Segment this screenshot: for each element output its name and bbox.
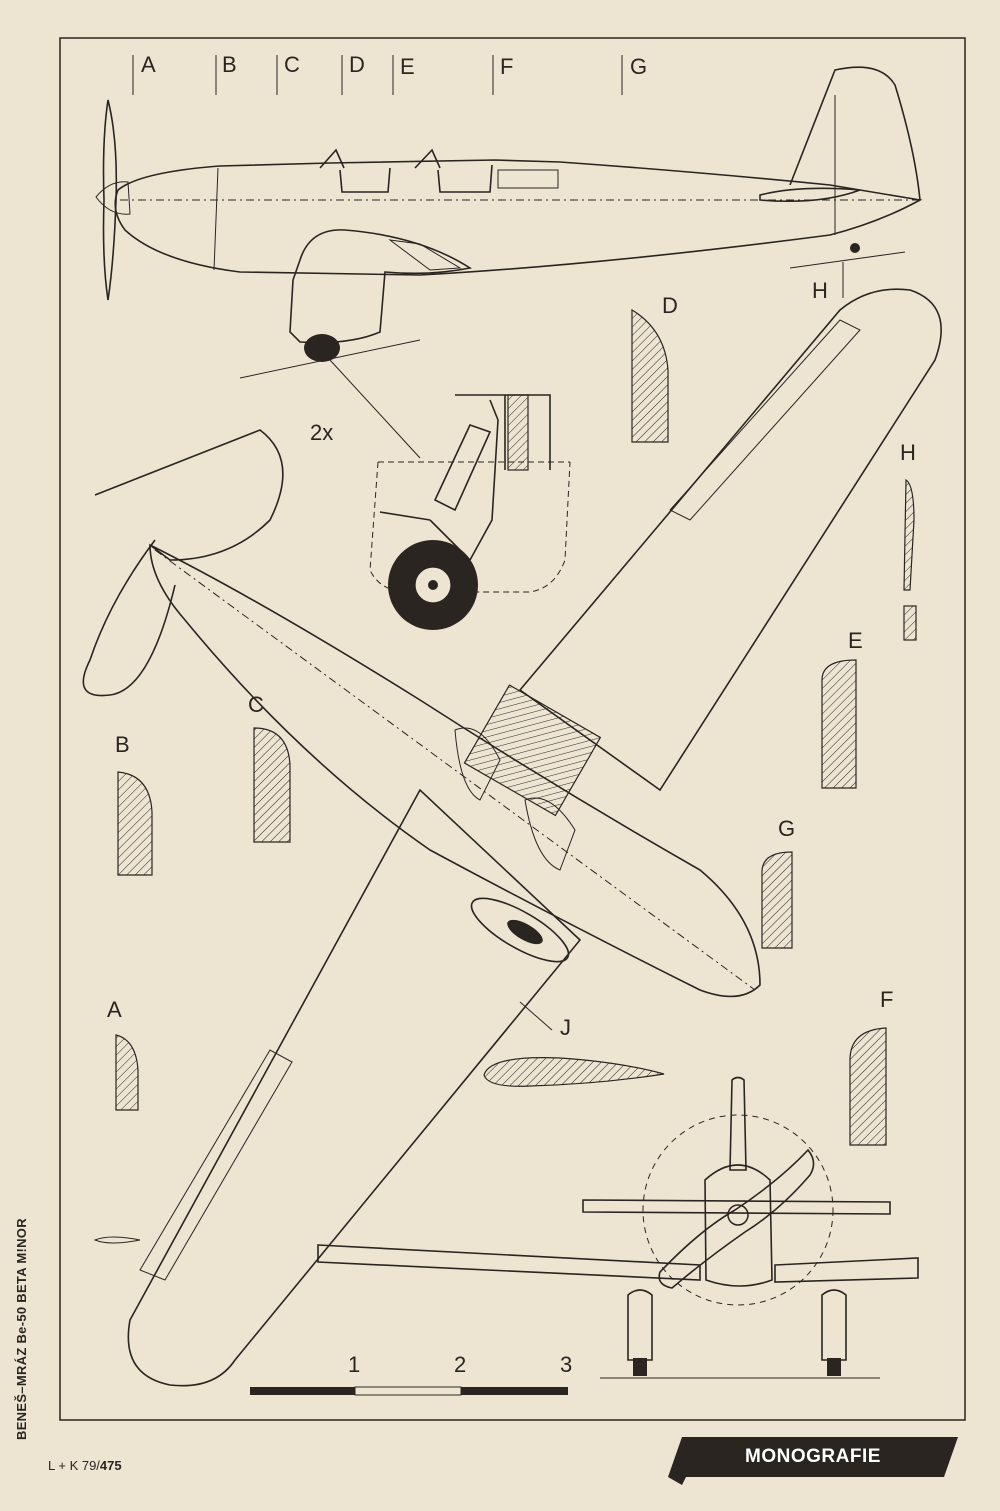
station-label-h-tail: H: [812, 278, 828, 303]
scale-bar: 1 2 3: [250, 1352, 572, 1396]
detail-scale-label: 2x: [310, 420, 333, 445]
section-profiles: D H E C B G A F J: [93, 293, 917, 1244]
drawing-frame: [59, 37, 966, 1421]
plan-wing-right: [518, 288, 942, 792]
section-h: [903, 478, 915, 591]
station-ticks: [132, 55, 844, 298]
side-fuselage: [114, 159, 923, 276]
page-reference: L + K 79/475: [48, 1458, 122, 1473]
section-label-j: J: [560, 1015, 571, 1040]
plan-view: [82, 288, 942, 1387]
side-fin: [789, 66, 921, 201]
plan-fuselage: [149, 543, 761, 998]
side-canopy-rear: [414, 148, 493, 193]
front-propeller: [658, 1148, 815, 1289]
side-window: [497, 169, 559, 189]
section-label-d: D: [662, 293, 678, 318]
front-tailplane: [582, 1199, 891, 1215]
scale-mark-2: 2: [454, 1352, 466, 1377]
side-wheel: [304, 334, 340, 362]
section-label-a: A: [107, 997, 122, 1022]
page-number: 475: [99, 1458, 122, 1473]
section-label-c: C: [248, 692, 264, 717]
scale-mark-1: 1: [348, 1352, 360, 1377]
plan-wing-left: [127, 788, 582, 1387]
front-wing: [317, 1244, 919, 1283]
section-label-b: B: [115, 732, 130, 757]
side-tailwheel: [850, 243, 860, 253]
side-view: A B C D E F G H: [95, 52, 923, 459]
section-c: [253, 727, 291, 843]
side-tailplane: [759, 187, 861, 203]
section-e: [821, 659, 857, 789]
side-wheel-spat: [289, 229, 473, 344]
page-reference-prefix: L + K 79/: [48, 1458, 100, 1473]
station-label-e-top: E: [400, 54, 415, 79]
station-label-c-top: C: [284, 52, 300, 77]
station-label-b-top: B: [222, 52, 237, 77]
section-label-g: G: [778, 816, 795, 841]
section-banner: MONOGRAFIE: [668, 1437, 958, 1485]
side-cowling-line: [213, 167, 219, 271]
section-g: [761, 851, 793, 949]
section-d: [631, 308, 669, 443]
airfoil-section-j: [483, 1057, 665, 1087]
undercarriage-detail: [369, 394, 571, 630]
section-a: [115, 1034, 139, 1111]
front-fin: [729, 1076, 747, 1171]
front-view: [317, 1076, 919, 1379]
station-label-a-top: A: [141, 52, 156, 77]
side-propeller: [102, 99, 118, 301]
station-label-d-top: D: [349, 52, 365, 77]
plan-tailplane: [82, 429, 284, 697]
section-label-f: F: [880, 987, 893, 1012]
section-f: [849, 1027, 887, 1146]
front-spat-left: [627, 1289, 653, 1361]
side-canopy-front: [319, 148, 391, 193]
section-banner-label: MONOGRAFIE: [745, 1446, 881, 1467]
scale-mark-3: 3: [560, 1352, 572, 1377]
section-label-h: H: [900, 440, 916, 465]
station-label-g-top: G: [630, 54, 647, 79]
station-label-f-top: F: [500, 54, 513, 79]
front-spat-right: [821, 1289, 847, 1361]
section-label-e: E: [848, 628, 863, 653]
side-spinner: [95, 181, 131, 215]
front-fuselage: [704, 1164, 773, 1287]
drawing-title-vertical: BENEŠ–MRÁZ Be-50 BETA M!NOR: [14, 1218, 29, 1440]
section-b: [117, 771, 153, 876]
